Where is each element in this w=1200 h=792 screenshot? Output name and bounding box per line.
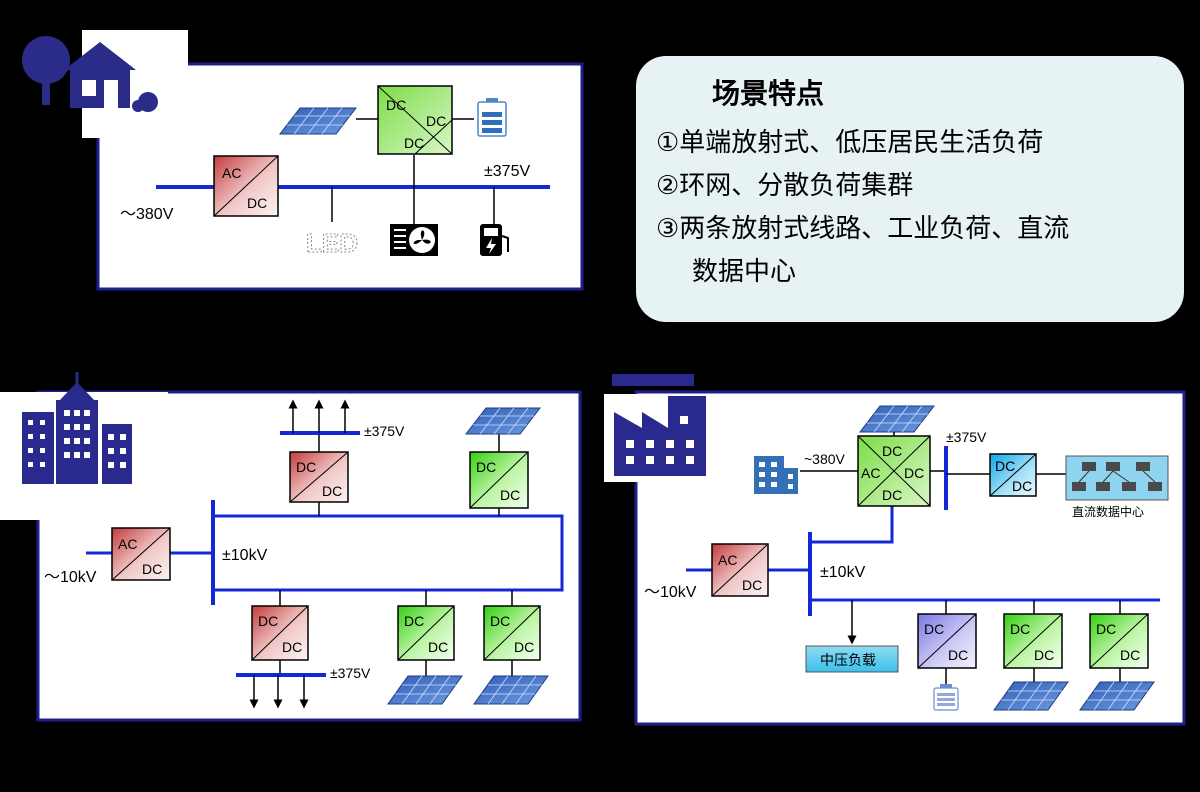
- residential-scene: AC DC DC DC DC LED: [22, 30, 584, 291]
- industrial-ac-dc-converter: AC DC: [711, 543, 769, 597]
- svg-text:±10kV: ±10kV: [820, 564, 866, 581]
- svg-text:DC: DC: [428, 639, 448, 655]
- solar-panel-icon: [993, 681, 1069, 711]
- svg-text:LED: LED: [306, 228, 358, 258]
- svg-text:DC: DC: [296, 459, 316, 475]
- residential-ac-dc-converter: AC DC: [213, 155, 279, 217]
- svg-text:DC: DC: [282, 639, 302, 655]
- svg-text:AC: AC: [118, 536, 137, 552]
- urban-ring-network: [213, 514, 564, 592]
- battery-icon: [933, 684, 959, 711]
- svg-text:DC: DC: [258, 613, 278, 629]
- svg-text:DC: DC: [882, 443, 902, 459]
- urban-scene: AC DC DC DC ±375V DC DC: [0, 372, 582, 722]
- panel-title: 场景特点: [712, 77, 825, 110]
- factory-icon: [604, 374, 752, 482]
- svg-text:DC: DC: [322, 483, 342, 499]
- solar-panel-icon: [1079, 681, 1155, 711]
- svg-text:±375V: ±375V: [330, 665, 371, 681]
- scenario-features-panel: 场景特点 ①单端放射式、低压居民生活负荷 ②环网、分散负荷集群 ③两条放射式线路…: [636, 56, 1184, 322]
- svg-text:DC: DC: [476, 459, 496, 475]
- svg-text:DC: DC: [882, 487, 902, 503]
- svg-text:DC: DC: [742, 577, 762, 593]
- industrial-dc-dc-cyan: DC DC: [989, 453, 1037, 497]
- urban-upper-dc-dc-red: DC DC: [289, 451, 349, 503]
- svg-text:DC: DC: [1034, 647, 1054, 663]
- ev-charger-icon: [480, 224, 509, 256]
- svg-text:DC: DC: [1120, 647, 1140, 663]
- svg-text:±375V: ±375V: [946, 429, 987, 445]
- urban-lower-dc-dc-green-1: DC DC: [397, 605, 455, 661]
- svg-text:～10kV: ～10kV: [44, 569, 97, 586]
- svg-text:DC: DC: [247, 195, 267, 211]
- svg-text:DC: DC: [924, 621, 944, 637]
- svg-text:DC: DC: [514, 639, 534, 655]
- urban-upper-dc-dc-green: DC DC: [469, 451, 529, 509]
- office-building-icon: [754, 456, 798, 494]
- solar-panel-icon: [387, 675, 463, 705]
- city-building-icon: [0, 372, 168, 520]
- svg-text:±375V: ±375V: [364, 423, 405, 439]
- industrial-4-port-hub: DC AC DC DC: [857, 435, 931, 507]
- house-icon: [22, 30, 188, 138]
- svg-text:DC: DC: [1010, 621, 1030, 637]
- data-center-icon: [1065, 455, 1169, 501]
- svg-text:DC: DC: [404, 613, 424, 629]
- solar-panel-icon: [473, 675, 549, 705]
- mv-load-box: 中压负载: [805, 645, 899, 673]
- svg-text:DC: DC: [142, 561, 162, 577]
- svg-text:～10kV: ～10kV: [644, 584, 697, 601]
- svg-text:±10kV: ±10kV: [222, 547, 268, 564]
- residential-dc-hub: DC DC DC: [377, 85, 453, 155]
- svg-text:DC: DC: [500, 487, 520, 503]
- industrial-dc-dc-green-1: DC DC: [1003, 613, 1063, 669]
- feature-item-3: ③两条放射式线路、工业负荷、直流: [656, 214, 1070, 244]
- svg-text:AC: AC: [718, 552, 737, 568]
- svg-text:DC: DC: [386, 97, 406, 113]
- svg-text:DC: DC: [995, 458, 1015, 474]
- svg-text:DC: DC: [404, 135, 424, 151]
- svg-text:DC: DC: [948, 647, 968, 663]
- battery-icon: [477, 98, 507, 137]
- solar-panel-icon: [278, 107, 358, 135]
- industrial-scene: AC DC DC AC DC DC: [604, 374, 1186, 726]
- svg-text:AC: AC: [222, 165, 241, 181]
- urban-ac-dc-converter: AC DC: [111, 527, 171, 581]
- urban-lower-dc-dc-green-2: DC DC: [483, 605, 541, 661]
- feature-item-3-continued: 数据中心: [692, 257, 797, 287]
- industrial-dc-dc-purple: DC DC: [917, 613, 977, 669]
- svg-text:中压负载: 中压负载: [820, 652, 876, 668]
- svg-text:DC: DC: [1012, 478, 1032, 494]
- svg-text:～380V: ～380V: [120, 206, 174, 223]
- svg-text:直流数据中心: 直流数据中心: [1072, 504, 1144, 519]
- solar-panel-icon: [858, 405, 936, 433]
- svg-text:AC: AC: [861, 465, 880, 481]
- svg-text:±375V: ±375V: [484, 163, 530, 180]
- svg-text:DC: DC: [904, 465, 924, 481]
- svg-text:DC: DC: [1096, 621, 1116, 637]
- industrial-dc-dc-green-2: DC DC: [1089, 613, 1149, 669]
- svg-text:DC: DC: [426, 113, 446, 129]
- fan-icon: [390, 224, 438, 256]
- solar-panel-icon: [464, 407, 542, 435]
- urban-lower-dc-dc-red: DC DC: [251, 605, 309, 661]
- feature-item-2: ②环网、分散负荷集群: [656, 171, 914, 201]
- led-icon: LED: [304, 222, 359, 259]
- svg-text:~380V: ~380V: [804, 451, 846, 467]
- feature-item-1: ①单端放射式、低压居民生活负荷: [656, 128, 1044, 158]
- svg-text:DC: DC: [490, 613, 510, 629]
